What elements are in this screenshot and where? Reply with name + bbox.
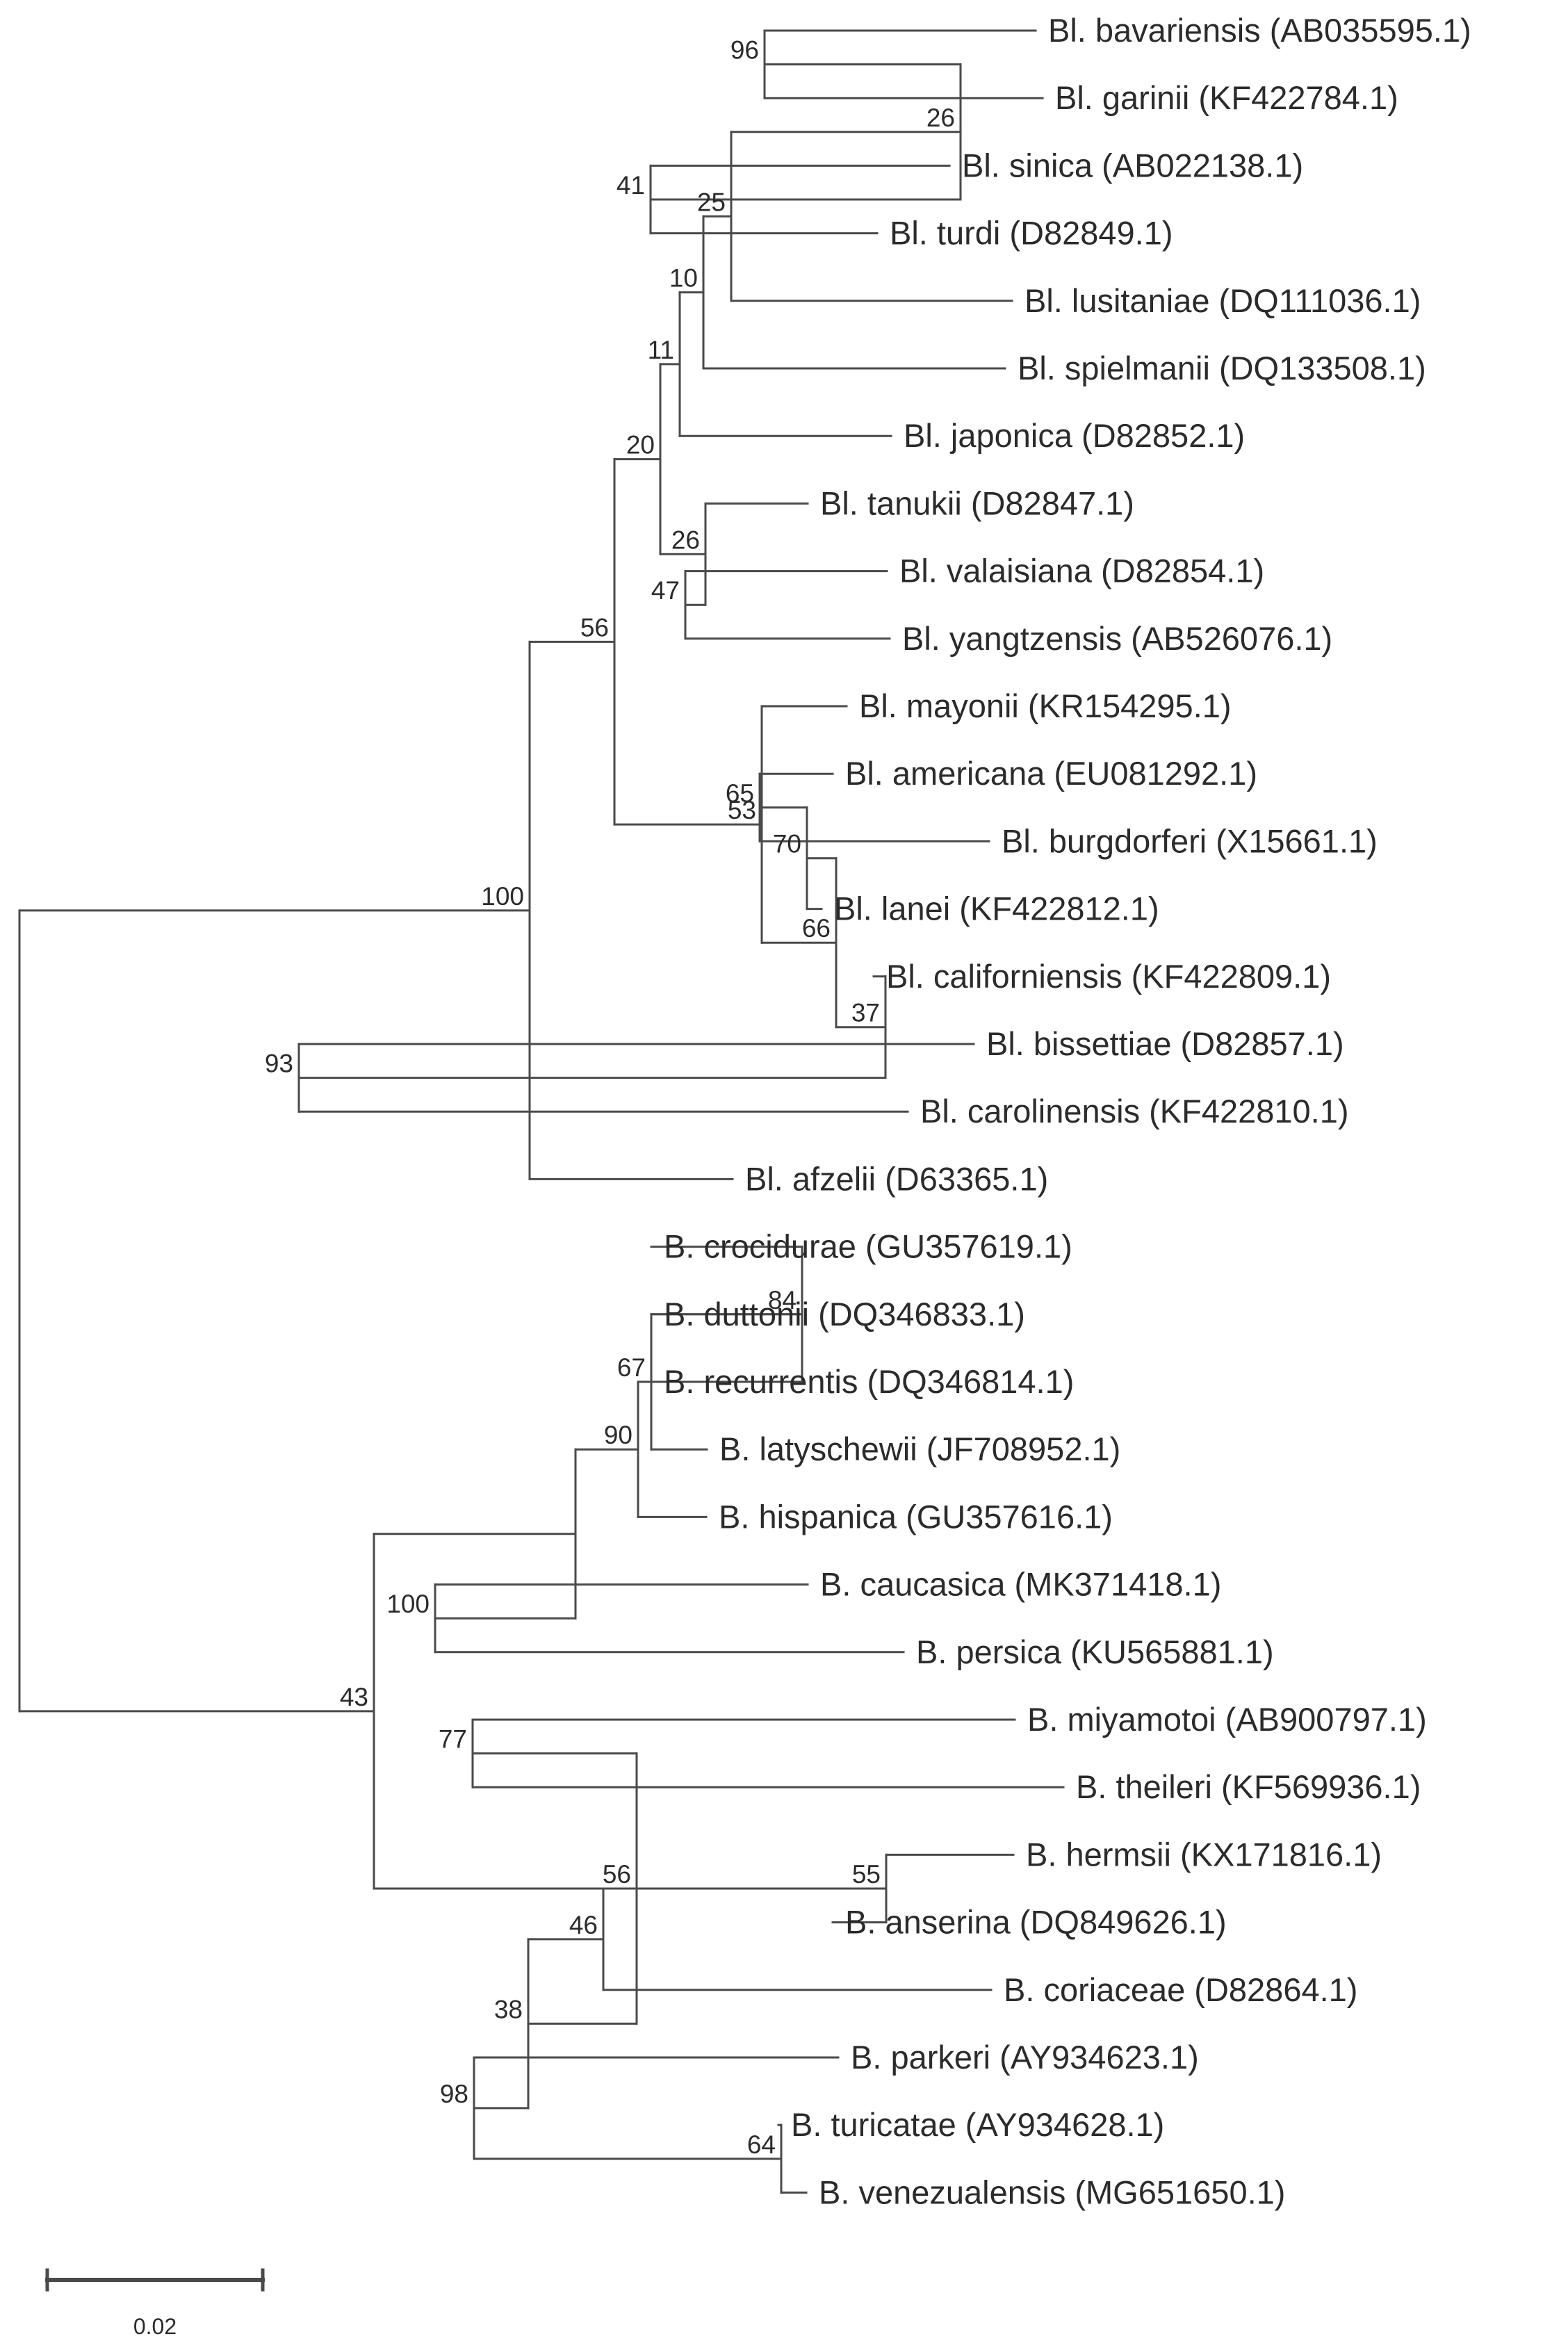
bootstrap-value: 93 xyxy=(265,1050,293,1078)
tip-label: B. persica (KU565881.1) xyxy=(916,1633,1274,1670)
tip-label: Bl. sinica (AB022138.1) xyxy=(962,147,1303,184)
tip-label: Bl. burgdorferi (X15661.1) xyxy=(1002,822,1378,859)
tip-label: B. turicatae (AY934628.1) xyxy=(791,2106,1164,2143)
bootstrap-value: 96 xyxy=(730,36,759,65)
tip-label: B. recurrentis (DQ346814.1) xyxy=(664,1363,1074,1400)
bootstrap-value: 56 xyxy=(603,1860,631,1889)
bootstrap-value: 55 xyxy=(852,1860,881,1889)
tip-label: Bl. garinii (KF422784.1) xyxy=(1055,79,1398,116)
bootstrap-value: 43 xyxy=(340,1683,368,1711)
tip-label: Bl. mayonii (KR154295.1) xyxy=(859,687,1232,724)
tip-label: B. anserina (DQ849626.1) xyxy=(845,1904,1227,1941)
bootstrap-value: 70 xyxy=(773,830,801,858)
tip-labels: Bl. bavariensis (AB035595.1) Bl. garinii … xyxy=(664,12,1471,2210)
tip-label: B. hermsii (KX171816.1) xyxy=(1026,1836,1382,1873)
tip-label: B. parkeri (AY934623.1) xyxy=(851,2039,1199,2076)
bootstrap-value: 26 xyxy=(671,525,700,554)
tip-label: Bl. carolinensis (KF422810.1) xyxy=(920,1093,1349,1130)
tip-label: Bl. yangtzensis (AB526076.1) xyxy=(902,620,1332,657)
bootstrap-value: 37 xyxy=(851,999,880,1027)
tip-label: B. venezualensis (MG651650.1) xyxy=(819,2174,1285,2210)
tip-label: B. hispanica (GU357616.1) xyxy=(719,1498,1113,1535)
bootstrap-value: 90 xyxy=(604,1421,632,1449)
bootstrap-value: 67 xyxy=(617,1353,646,1382)
bootstrap-value: 100 xyxy=(481,882,524,911)
bootstrap-value: 98 xyxy=(440,2080,468,2108)
bootstrap-value: 38 xyxy=(494,1995,523,2023)
tip-label: Bl. californiensis (KF422809.1) xyxy=(886,958,1331,995)
tip-label: Bl. lusitaniae (DQ111036.1) xyxy=(1024,282,1421,319)
bootstrap-value: 10 xyxy=(669,264,698,293)
bootstrap-value: 26 xyxy=(926,104,955,132)
scale-bar-label: 0.02 xyxy=(133,2314,177,2339)
bootstrap-value: 64 xyxy=(747,2130,776,2159)
tip-label: B. miyamotoi (AB900797.1) xyxy=(1027,1701,1427,1738)
tip-label: Bl. spielmanii (DQ133508.1) xyxy=(1018,350,1426,386)
tip-label: Bl. afzelii (D63365.1) xyxy=(745,1160,1048,1197)
tree-branches xyxy=(18,29,1065,2194)
bootstrap-value: 53 xyxy=(728,796,756,824)
bootstrap-value: 41 xyxy=(616,171,645,199)
bootstrap-value: 100 xyxy=(386,1590,430,1618)
tip-label: Bl. americana (EU081292.1) xyxy=(845,755,1257,792)
tip-label: B. coriaceae (D82864.1) xyxy=(1004,1971,1357,2008)
bootstrap-value: 56 xyxy=(580,613,609,642)
tip-label: B. theileri (KF569936.1) xyxy=(1076,1768,1421,1805)
tip-label: B. caucasica (MK371418.1) xyxy=(820,1566,1221,1603)
scale-bar: 0.02 xyxy=(45,2268,265,2339)
tip-label: B. duttonii (DQ346833.1) xyxy=(664,1296,1025,1332)
bootstrap-values: 96 41 26 25 10 11 47 26 20 65 70 93 37 66 53 56 100 84 67 9… xyxy=(265,36,955,2159)
bootstrap-value: 84 xyxy=(768,1286,797,1314)
tip-label: Bl. bissettiae (D82857.1) xyxy=(986,1025,1344,1062)
tip-label: Bl. valaisiana (D82854.1) xyxy=(899,553,1264,589)
bootstrap-value: 77 xyxy=(439,1725,467,1754)
tip-label: B. crocidurae (GU357619.1) xyxy=(664,1228,1072,1265)
tip-label: Bl. bavariensis (AB035595.1) xyxy=(1048,12,1471,49)
bootstrap-value: 66 xyxy=(802,914,831,943)
bootstrap-value: 25 xyxy=(697,188,726,216)
bootstrap-value: 46 xyxy=(569,1911,598,1939)
bootstrap-value: 47 xyxy=(651,576,680,605)
tip-label: Bl. japonica (D82852.1) xyxy=(904,417,1245,454)
bootstrap-value: 20 xyxy=(626,431,655,459)
tip-label: Bl. lanei (KF422812.1) xyxy=(834,890,1159,927)
tip-label: Bl. tanukii (D82847.1) xyxy=(820,484,1134,521)
bootstrap-value: 65 xyxy=(726,779,754,808)
tip-label: Bl. turdi (D82849.1) xyxy=(890,215,1173,252)
tip-label: B. latyschewii (JF708952.1) xyxy=(719,1430,1120,1467)
bootstrap-value: 11 xyxy=(648,336,674,364)
